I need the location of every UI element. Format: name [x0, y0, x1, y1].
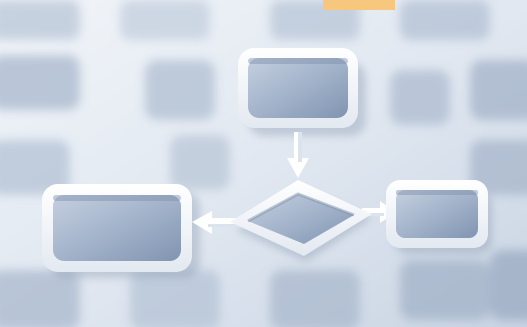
left-process-box: [42, 184, 192, 272]
top-process-box: [238, 48, 358, 128]
accent-bar: [323, 0, 395, 10]
right-process-box: [386, 180, 488, 248]
